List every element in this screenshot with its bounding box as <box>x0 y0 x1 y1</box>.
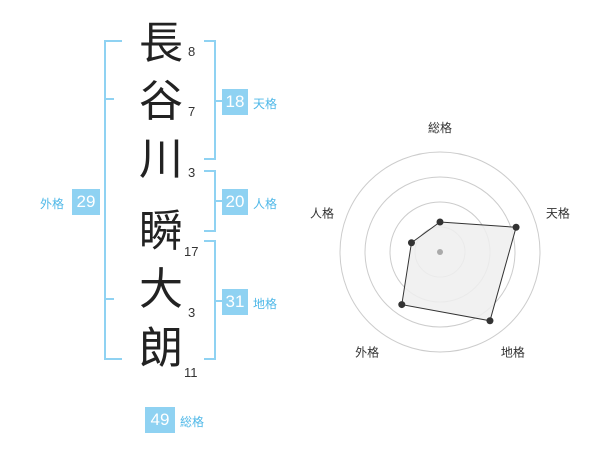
radar-point-5 <box>407 239 415 247</box>
chikaku-bracket-top <box>204 240 216 242</box>
radar-point-4 <box>398 301 406 309</box>
tenkaku-bracket-bottom <box>204 158 216 160</box>
jinkaku-bracket-top <box>204 170 216 172</box>
gaikaku-bracket-tick <box>104 98 114 100</box>
soukaku-label: 総格 <box>180 415 205 429</box>
name-char-3: 川 <box>139 134 183 185</box>
gaikaku-bracket-vertical <box>104 40 106 360</box>
radar-grid-ring <box>364 176 516 328</box>
tenkaku-bracket-top <box>204 40 216 42</box>
tenkaku-label: 天格 <box>253 97 278 111</box>
stroke-count-4: 17 <box>184 244 199 259</box>
radar-axis-label-2: 天格 <box>546 206 570 221</box>
tenkaku-value: 18 <box>222 89 248 115</box>
jinkaku-bracket-bottom <box>204 230 216 232</box>
radar-axis-label-5: 人格 <box>310 206 334 221</box>
radar-center-dot <box>437 249 443 255</box>
chikaku-label: 地格 <box>253 297 278 311</box>
tenkaku-bracket-connector <box>214 100 222 102</box>
name-char-5: 大 <box>139 264 183 315</box>
radar-axis-label-4: 外格 <box>355 344 379 359</box>
name-char-2: 谷 <box>139 76 183 127</box>
radar-axis-label-1: 総格 <box>428 120 452 135</box>
name-char-6: 朗 <box>139 323 183 374</box>
name-char-4: 瞬 <box>139 206 183 257</box>
chikaku-value: 31 <box>222 289 248 315</box>
radar-axis-label-3: 地格 <box>501 344 525 359</box>
gaikaku-label: 外格 <box>40 197 65 211</box>
name-char-1: 長 <box>139 18 183 69</box>
gaikaku-bracket-tick <box>104 298 114 300</box>
stroke-count-6: 11 <box>184 365 198 380</box>
stroke-count-1: 8 <box>188 44 196 59</box>
stroke-count-3: 3 <box>188 165 196 180</box>
radar-point-2 <box>512 223 520 231</box>
gaikaku-bracket-bottom <box>104 358 122 360</box>
chikaku-bracket-connector <box>214 300 222 302</box>
stroke-count-2: 7 <box>188 104 196 119</box>
jinkaku-bracket-connector <box>214 200 222 202</box>
stroke-count-5: 3 <box>188 305 196 320</box>
radar-point-1 <box>436 218 444 226</box>
jinkaku-value: 20 <box>222 189 248 215</box>
gaikaku-bracket-top <box>104 40 122 42</box>
radar-point-3 <box>486 317 494 325</box>
chikaku-bracket-bottom <box>204 358 216 360</box>
gaikaku-value: 29 <box>72 189 100 215</box>
soukaku-value: 49 <box>145 407 175 433</box>
jinkaku-label: 人格 <box>253 197 278 211</box>
radar-data-area <box>401 221 517 322</box>
radar-grid-ring <box>339 151 541 353</box>
